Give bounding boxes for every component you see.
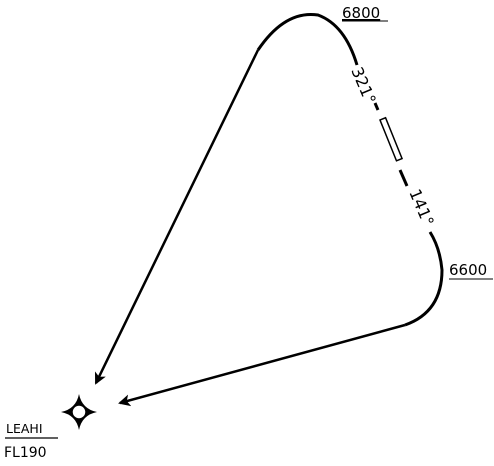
bearing-tick-lower	[398, 169, 409, 187]
inbound-leg-path	[404, 231, 444, 327]
altitude-label-lower: 6600	[449, 261, 487, 279]
left-leg-arrow	[94, 49, 260, 385]
outbound-leg-path	[256, 12, 359, 66]
bottom-leg-arrow	[118, 323, 406, 407]
four-point-star-circle-icon	[61, 394, 97, 430]
waypoint-name: LEAHI	[6, 421, 43, 436]
altitude-label-upper: 6800	[342, 4, 380, 22]
bearing-tick-upper	[373, 102, 380, 111]
bearing-label-outbound: 321°	[347, 64, 380, 107]
bearing-label-inbound: 141°	[405, 186, 438, 229]
waypoint-altitude: FL190	[4, 445, 47, 461]
course-segment-box	[379, 116, 404, 162]
